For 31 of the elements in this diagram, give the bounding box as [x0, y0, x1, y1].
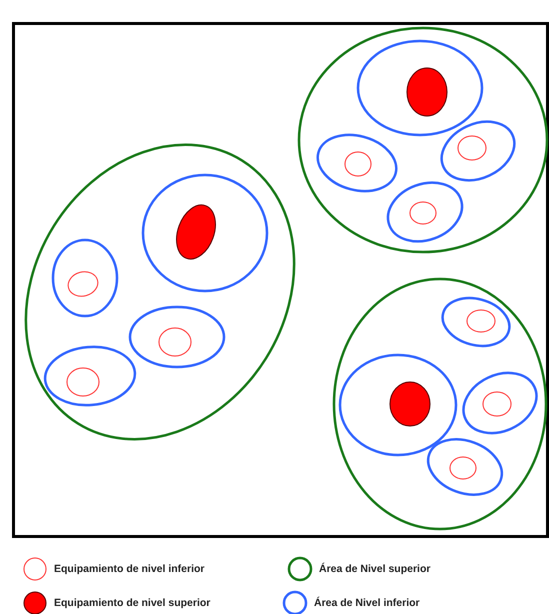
legend-text: Equipamiento de nivel inferior [54, 563, 205, 575]
lower-equipment-marker [450, 456, 476, 480]
lower-equipment-marker [344, 152, 372, 176]
lower-area-ellipse [426, 438, 504, 496]
lower-area-ellipse [142, 174, 268, 292]
lower-equipment-marker [410, 202, 436, 224]
lower-equipment-marker [68, 271, 98, 297]
lower-area-ellipse [440, 120, 516, 182]
upper-area-ellipse [24, 144, 296, 440]
legend-text: Área de Nivel inferior [314, 597, 420, 609]
lower-area-ellipse [441, 296, 511, 348]
lower-area-ellipse [356, 40, 484, 136]
upper-equipment-marker [176, 204, 216, 260]
lower-area-ellipse [44, 346, 136, 406]
lower-equipment-marker [458, 136, 486, 160]
lower-area-ellipse [128, 306, 226, 368]
lower-area-ellipse [52, 238, 118, 318]
legend-text: Área de Nivel superior [319, 563, 430, 575]
upper-area-ellipse [332, 278, 548, 530]
upper-equipment-marker [390, 382, 430, 426]
lower-area-ellipse [462, 372, 538, 434]
upper-equipment-marker [406, 68, 448, 116]
legend-text: Equipamiento de nivel superior [54, 597, 210, 609]
lower-equipment-marker [66, 368, 100, 396]
lower-area-ellipse [338, 354, 458, 456]
lower-area-ellipse [316, 134, 398, 192]
lower-area-ellipse [386, 181, 464, 243]
upper-area-ellipse [298, 26, 548, 254]
lower-equipment-marker [158, 328, 192, 356]
lower-equipment-marker [482, 392, 512, 416]
lower-equipment-marker [466, 310, 496, 332]
